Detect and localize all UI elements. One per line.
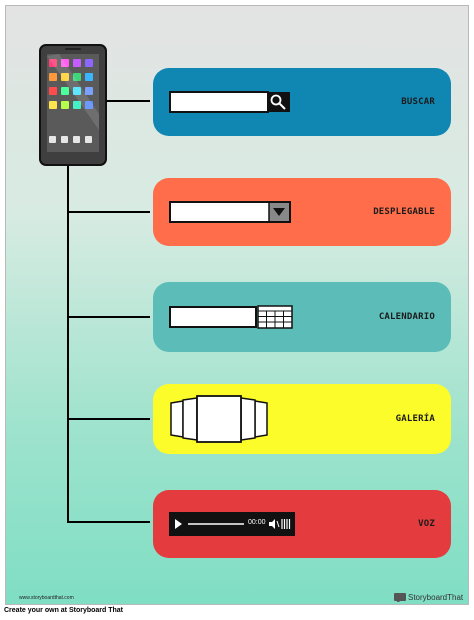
storyboardthat-logo: StoryboardThat (394, 592, 463, 602)
app-icon (73, 87, 81, 95)
calendar-widget (169, 305, 293, 329)
card-label-buscar: BUSCAR (401, 97, 435, 107)
dropdown-widget (169, 201, 291, 223)
connector-tree (67, 100, 150, 523)
card-galeria: GALERÍA (153, 384, 451, 454)
app-icon (61, 101, 69, 109)
caret-down-icon (273, 208, 285, 216)
credit-line[interactable]: Create your own at Storyboard That (4, 607, 124, 614)
card-calendario: CALENDARIO (153, 282, 451, 352)
card-label-voz: VOZ (418, 519, 435, 529)
card-label-desplegable: DESPLEGABLE (373, 207, 435, 217)
smartphone-icon (39, 44, 107, 166)
logo-text: StoryboardThat (408, 592, 464, 602)
app-icon (49, 101, 57, 109)
app-icon (85, 59, 93, 67)
card-voz: 00:00 VOZ (153, 490, 451, 558)
card-label-calendario: CALENDARIO (378, 312, 435, 322)
volume-bars-icon (281, 519, 291, 529)
app-icon (61, 87, 69, 95)
app-icon (85, 101, 93, 109)
audio-controls (175, 519, 291, 529)
app-icon (85, 87, 93, 95)
app-icon (61, 73, 69, 81)
card-desplegable: DESPLEGABLE (153, 178, 451, 246)
footer-url[interactable]: www.storyboardthat.com (19, 595, 74, 601)
magnifier-icon (270, 94, 286, 110)
app-icon (73, 73, 81, 81)
app-icon (61, 59, 69, 67)
image-carousel-icon (170, 395, 268, 443)
play-icon (175, 519, 182, 529)
logo-icon (394, 593, 406, 602)
app-icon (49, 73, 57, 81)
search-widget (169, 91, 290, 113)
card-buscar: BUSCAR (153, 68, 451, 136)
app-icon (49, 87, 57, 95)
app-icon (85, 73, 93, 81)
app-icon (49, 59, 57, 67)
audio-time: 00:00 (248, 519, 266, 526)
app-icon (73, 101, 81, 109)
app-icon (73, 59, 81, 67)
card-label-galeria: GALERÍA (395, 414, 435, 424)
calendar-grid-icon (257, 305, 293, 329)
audio-player: 00:00 (169, 512, 295, 536)
worksheet-canvas: BUSCAR DESPLEGABLE CALENDARIO (5, 5, 469, 605)
volume-icon (269, 519, 280, 529)
